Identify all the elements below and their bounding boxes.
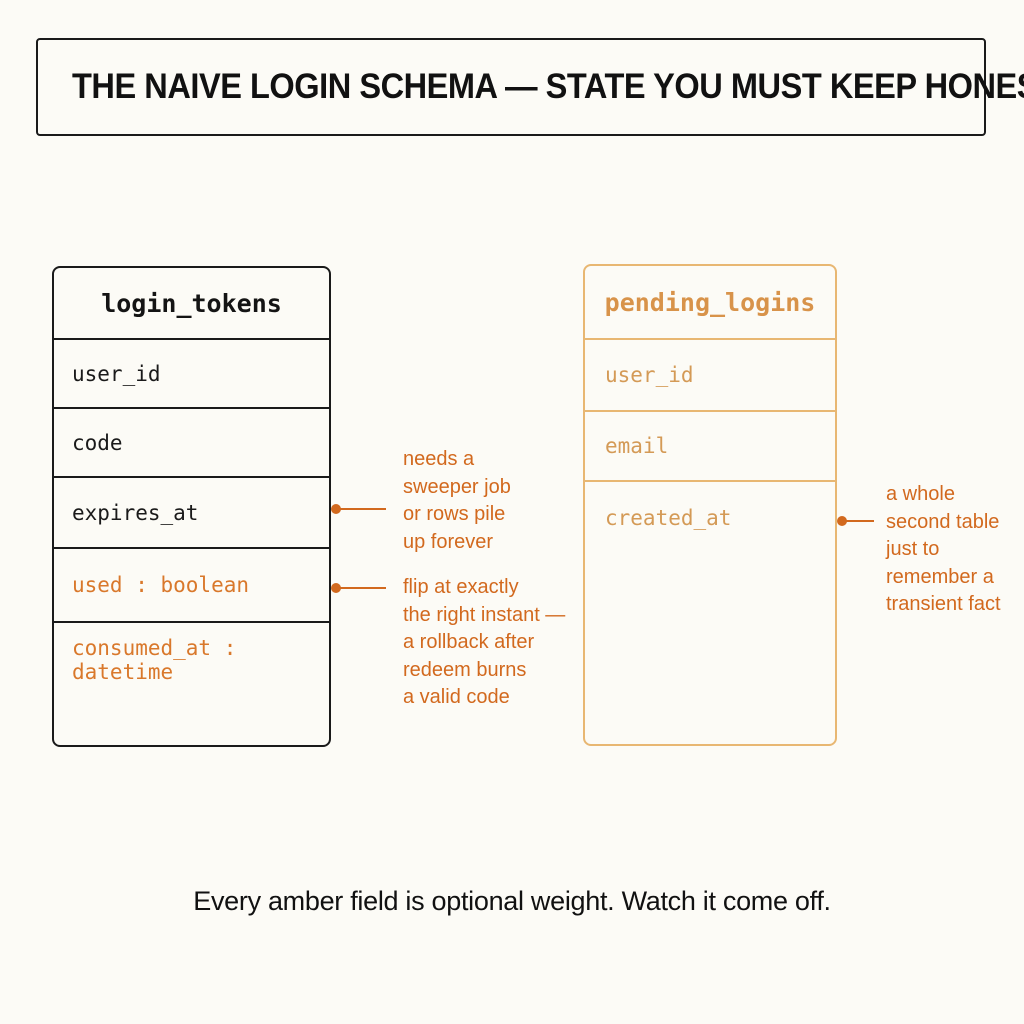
field-email: email xyxy=(585,410,835,480)
field-user-id: user_id xyxy=(585,338,835,410)
connector-line-created xyxy=(842,520,874,522)
footer-caption: Every amber field is optional weight. Wa… xyxy=(193,886,831,916)
field-created-at: created_at xyxy=(585,480,835,554)
title-banner: THE NAIVE LOGIN SCHEMA — STATE YOU MUST … xyxy=(36,38,1024,136)
table-header: login_tokens xyxy=(101,288,282,318)
field-used: used : boolean xyxy=(54,547,329,621)
field-code: code xyxy=(54,407,329,476)
page-title: THE NAIVE LOGIN SCHEMA — STATE YOU MUST … xyxy=(72,67,1024,106)
connector-line-expires xyxy=(336,508,386,510)
note-expires-at: needs a sweeper job or rows pile up fore… xyxy=(403,448,511,553)
note-used: flip at exactly the right instant — a ro… xyxy=(403,576,566,708)
field-expires-at: expires_at xyxy=(54,476,329,547)
field-user-id: user_id xyxy=(54,338,329,407)
table-header: pending_logins xyxy=(604,287,816,317)
note-created-at: a whole second table just to remember a … xyxy=(886,483,1001,615)
field-consumed-at: consumed_at : datetime xyxy=(54,621,329,697)
table-pending-logins: pending_logins user_id email created_at xyxy=(583,264,837,746)
connector-line-used xyxy=(336,587,386,589)
table-login-tokens: login_tokens user_id code expires_at use… xyxy=(52,266,331,747)
